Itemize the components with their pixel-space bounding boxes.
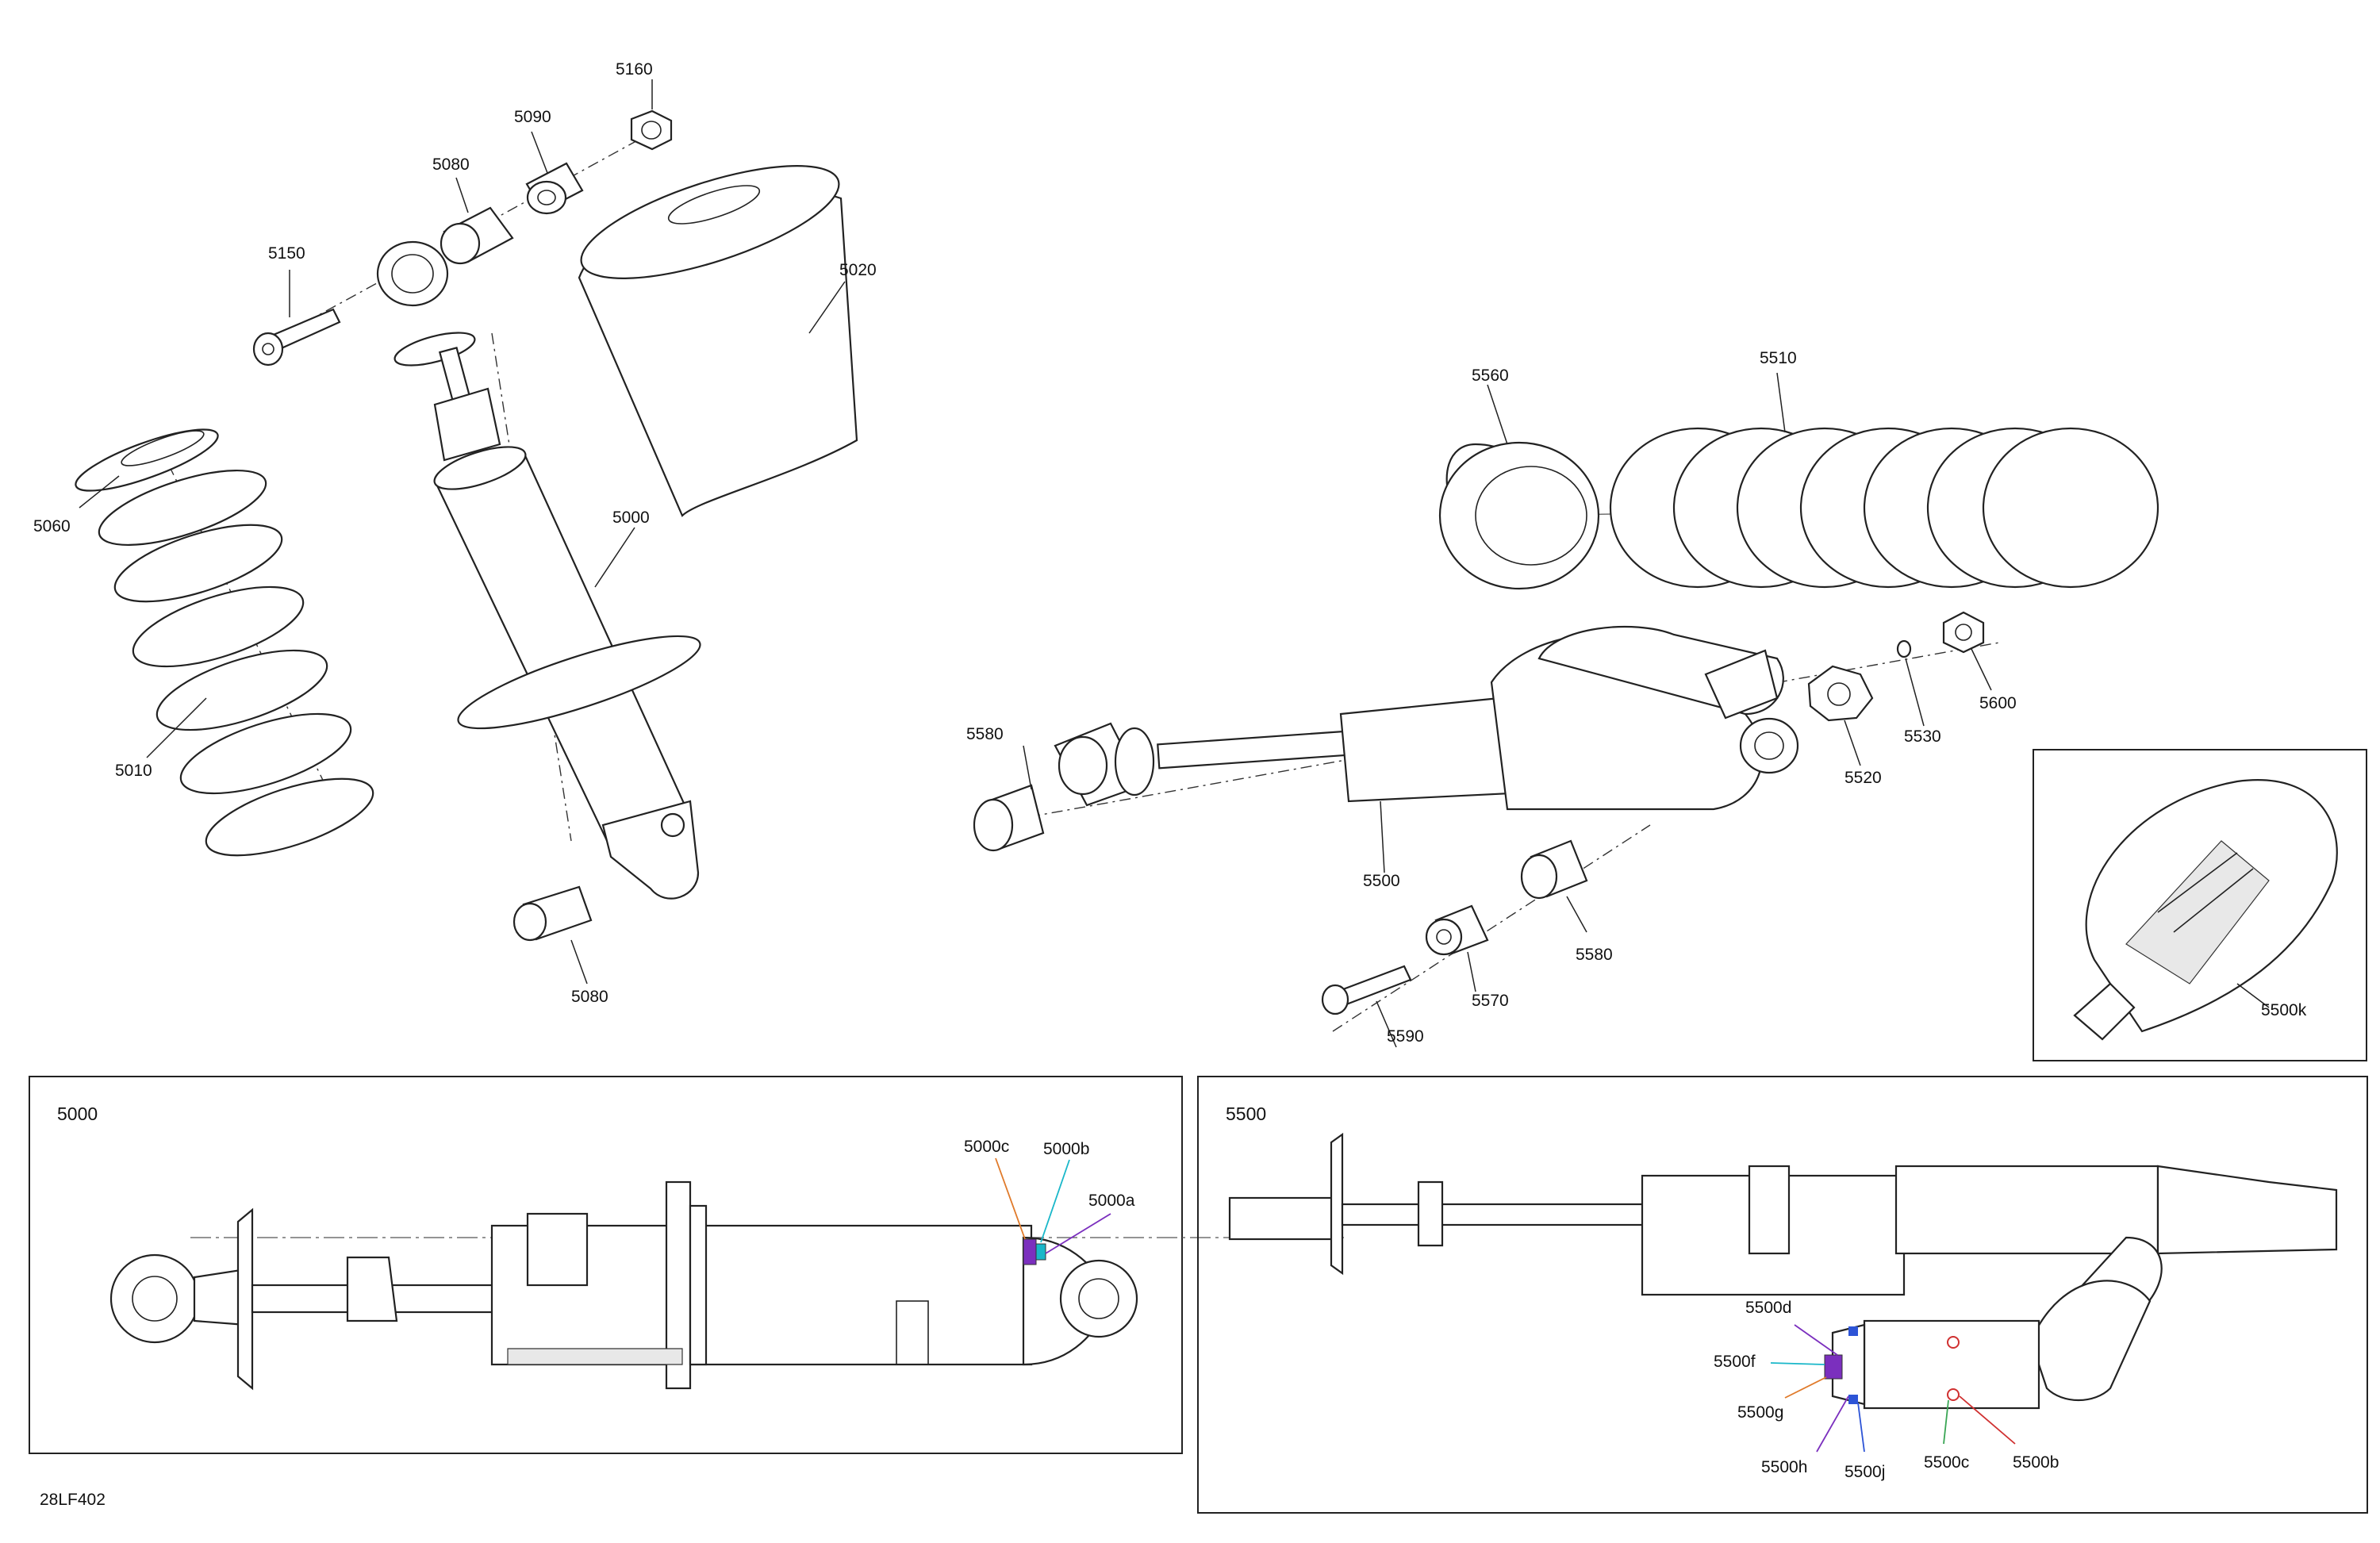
spacer-5570: [1425, 904, 1489, 956]
spring-5510: [1609, 427, 2159, 589]
label-5570: 5570: [1472, 992, 1509, 1010]
label-5580-left: 5580: [966, 725, 1004, 743]
diagram-code: 28LF402: [40, 1491, 106, 1509]
label-5500b: 5500b: [2013, 1453, 2059, 1472]
shock-body-5500: [1054, 625, 1799, 811]
bushing-5580-left: [973, 784, 1045, 852]
nut-5600: [1942, 611, 1985, 654]
spring-5010: [98, 469, 374, 857]
label-5000c: 5000c: [964, 1138, 1009, 1156]
section-box-5500: [1197, 1076, 2368, 1514]
spacer-5090: [525, 162, 584, 215]
nut-5160: [630, 109, 673, 151]
section-box-5000: [29, 1076, 1349, 1454]
label-5000: 5000: [612, 509, 650, 527]
label-5500f: 5500f: [1714, 1353, 1756, 1371]
bushing-5080-top: [440, 206, 514, 265]
label-5560: 5560: [1472, 367, 1509, 385]
adjuster-knob-5520: [1807, 665, 1874, 722]
label-5600: 5600: [1979, 694, 2017, 712]
detail-box-5500k: [2033, 749, 2367, 1061]
boot-5020: [578, 165, 858, 517]
callout-labels: 5160 5090 5080 5150 5020 5060 5000 5010 …: [33, 60, 2307, 1509]
label-5150: 5150: [268, 244, 305, 263]
label-5580-right: 5580: [1576, 946, 1613, 964]
label-5160: 5160: [616, 60, 653, 79]
box-5500-title: 5500: [1226, 1104, 1266, 1124]
screw-5530: [1896, 639, 1912, 658]
label-5010: 5010: [115, 762, 152, 780]
bolt-5590: [1321, 965, 1412, 1015]
label-5500c: 5500c: [1924, 1453, 1969, 1472]
label-5000b: 5000b: [1043, 1140, 1089, 1158]
label-5060: 5060: [33, 517, 71, 535]
left-shock-assembly: [75, 79, 858, 985]
label-5520: 5520: [1844, 769, 1882, 787]
label-5080-bottom: 5080: [571, 988, 608, 1006]
label-5590: 5590: [1387, 1027, 1424, 1046]
label-5000a: 5000a: [1088, 1192, 1135, 1210]
label-5500j: 5500j: [1844, 1463, 1885, 1481]
bushing-5080-bottom: [512, 885, 593, 942]
label-5500: 5500: [1363, 872, 1400, 890]
label-5500d: 5500d: [1745, 1299, 1791, 1317]
shock-body-5000: [376, 240, 701, 900]
right-shock-assembly: [973, 372, 2159, 1048]
label-5500h: 5500h: [1761, 1458, 1807, 1476]
label-5530: 5530: [1904, 727, 1941, 746]
spring-retainer-5060: [75, 428, 219, 492]
box-5000-title: 5000: [57, 1104, 98, 1124]
label-5510: 5510: [1760, 349, 1797, 367]
label-5020: 5020: [839, 261, 877, 279]
label-5500g: 5500g: [1737, 1403, 1783, 1422]
bushing-5580-right: [1520, 839, 1588, 900]
label-5500k: 5500k: [2261, 1001, 2307, 1019]
spring-retainer-5560: [1438, 441, 1600, 590]
bolt-5150: [252, 308, 341, 367]
label-5080-top: 5080: [432, 155, 470, 174]
label-5090: 5090: [514, 108, 551, 126]
